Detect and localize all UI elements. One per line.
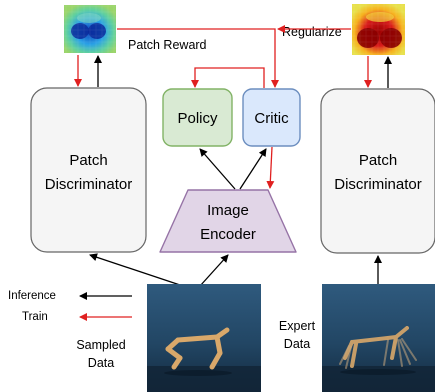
patch-discriminator-right [320,88,435,254]
legend-inference-label: Inference [8,290,56,302]
arrow-encoder-to-policy [199,148,236,190]
arrow-patch-reward-to-critic [117,28,279,88]
sampled-data-label-2: Data [88,356,114,370]
sampled-data-label-1: Sampled [76,338,125,352]
arrow-critic-to-policy [191,67,265,88]
reward-heatmap-image [64,5,116,53]
regularize-heatmap-image [352,4,405,55]
patch-discriminator-left-label-2: Discriminator [45,176,133,193]
legend-train-label: Train [22,311,48,323]
sampled-data-image [147,284,261,392]
legend: Inference Train [8,290,132,323]
arrow-critic-to-encoder [266,146,275,189]
critic-label: Critic [254,110,289,127]
patch-reward-label: Patch Reward [128,38,207,52]
regularize-label: Regularize [282,25,342,39]
arrow-sampled-to-encoder [199,254,229,287]
patch-discriminator-left [30,87,147,253]
expert-data-label-2: Data [284,337,310,351]
arrow-sampled-to-disc-left [89,253,181,286]
image-encoder-trapezoid [159,189,297,253]
critic-box [242,88,301,147]
image-encoder-label-2: Encoder [200,226,256,243]
expert-data-label-1: Expert [279,319,316,333]
image-encoder-label-1: Image [207,202,249,219]
policy-label: Policy [177,110,218,127]
arrow-encoder-to-critic [239,148,267,190]
expert-data-image [322,284,435,392]
patch-discriminator-right-label-2: Discriminator [334,176,422,193]
patch-discriminator-left-label-1: Patch [69,152,107,169]
patch-discriminator-right-label-1: Patch [359,152,397,169]
policy-box [162,88,233,147]
